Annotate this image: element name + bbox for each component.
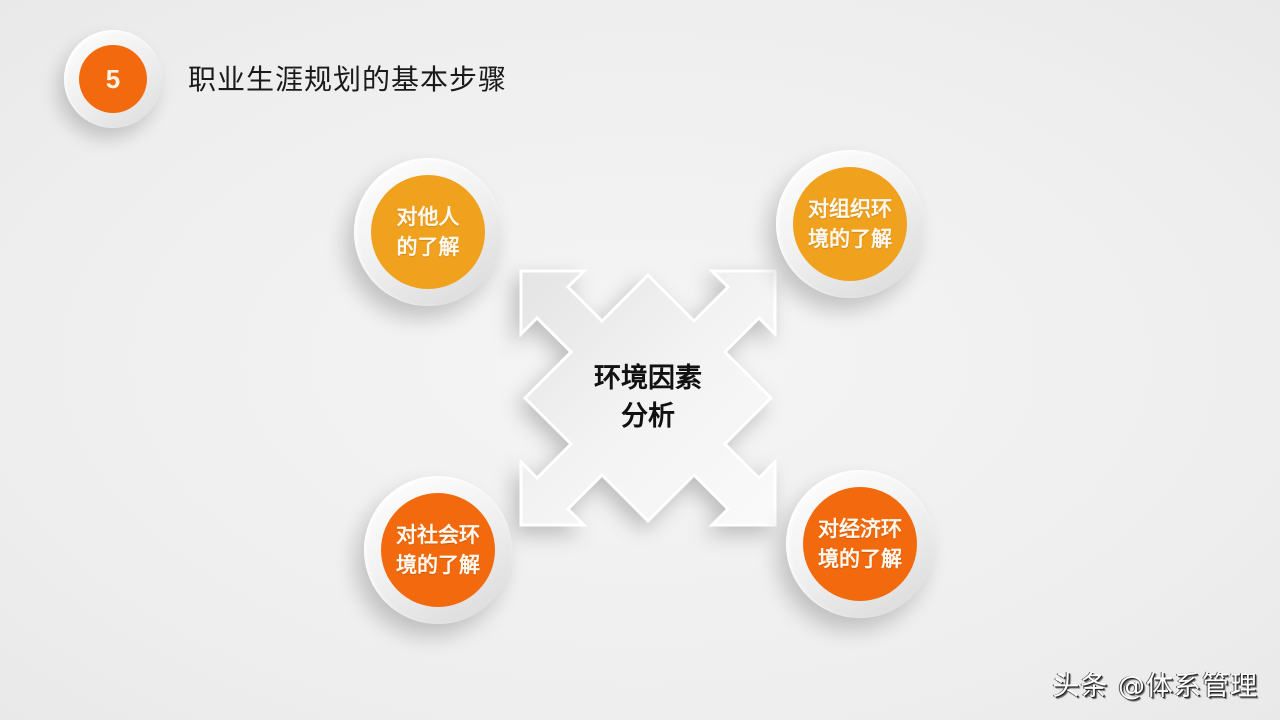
factor-label-line2: 境的了解 (818, 547, 902, 571)
factor-label-line2: 的了解 (396, 235, 460, 259)
four-way-arrow-icon (519, 269, 777, 527)
center-cross-arrow: 环境因素 分析 (518, 268, 778, 528)
factor-label-line1: 对社会环 (396, 523, 480, 547)
center-label-line2: 分析 (621, 401, 675, 432)
factor-label-line2: 境的了解 (808, 227, 892, 251)
page-title: 职业生涯规划的基本步骤 (188, 63, 508, 96)
factor-label-line2: 境的了解 (396, 553, 480, 577)
center-label: 环境因素 分析 (518, 268, 778, 528)
step-number: 5 (79, 45, 147, 113)
center-label-line1: 环境因素 (594, 363, 702, 394)
factor-economy: 对经济环 境的了解 (786, 470, 934, 618)
factor-label-line1: 对经济环 (818, 517, 902, 541)
watermark: 头条 @体系管理 (1052, 671, 1258, 702)
factor-others: 对他人 的了解 (354, 158, 502, 306)
factor-organization: 对组织环 境的了解 (776, 150, 924, 298)
step-badge: 5 (64, 30, 162, 128)
factor-label-line1: 对组织环 (808, 197, 892, 221)
factor-society: 对社会环 境的了解 (364, 476, 512, 624)
factor-label-line1: 对他人 (396, 205, 460, 229)
